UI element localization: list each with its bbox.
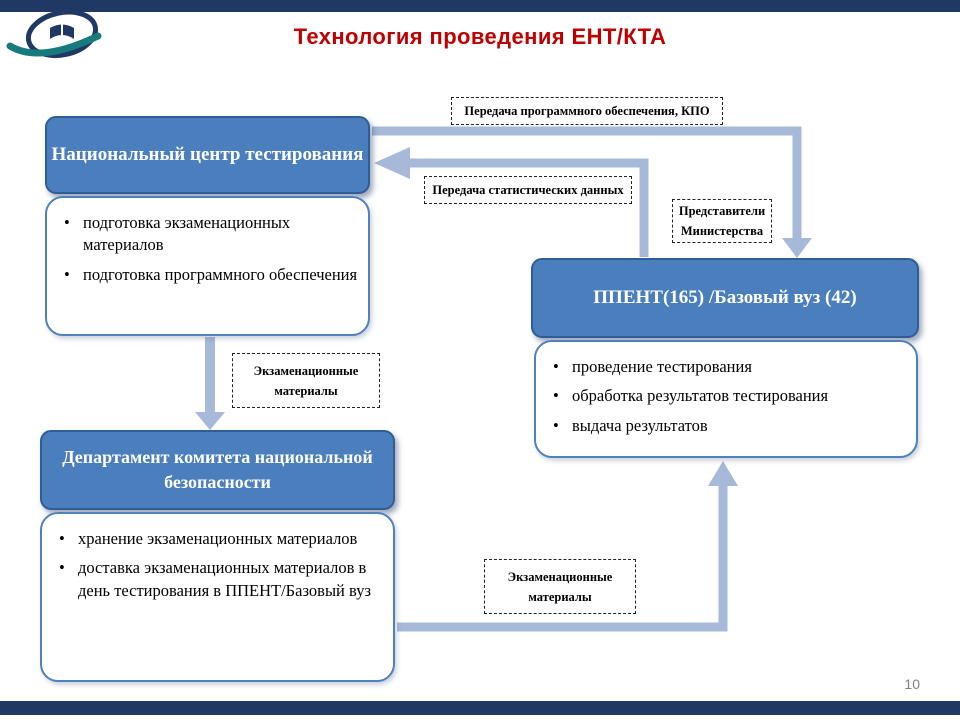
node-dknb-bullets: хранение экзаменационных материалов дост… (40, 512, 395, 682)
top-bar (0, 0, 960, 12)
bullet-item: подготовка экзаменационных материалов (64, 212, 360, 257)
label-stats-transfer: Передача статистических данных (424, 176, 632, 204)
label-software-transfer: Передача программного обеспечения, КПО (451, 97, 723, 125)
bottom-bar (0, 701, 960, 715)
bullet-item: хранение экзаменационных материалов (59, 528, 385, 551)
node-nct-title: Национальный центр тестирования (45, 116, 370, 194)
node-ppent-bullets: проведение тестирования обработка резуль… (534, 340, 918, 458)
bullet-item: выдача результатов (553, 415, 908, 438)
label-exam-materials-top: Экзаменационные материалы (232, 353, 380, 408)
slide-title: Технология проведения ЕНТ/КТА (293, 24, 667, 49)
bullet-item: подготовка программного обеспечения (64, 264, 360, 287)
node-nct-bullets: подготовка экзаменационных материалов по… (45, 196, 370, 336)
label-exam-materials-bottom: Экзаменационные материалы (484, 559, 636, 614)
logo (6, 2, 110, 66)
node-dknb-title: Департамент комитета национальной безопа… (40, 430, 395, 510)
bullet-item: проведение тестирования (553, 356, 908, 379)
label-ministry-reps: Представители Министерства (672, 199, 772, 243)
node-ppent-title: ППЕНТ(165) /Базовый вуз (42) (531, 258, 919, 338)
bullet-item: обработка результатов тестирования (553, 385, 908, 408)
page-number: 10 (904, 676, 920, 692)
bullet-item: доставка экзаменационных материалов в де… (59, 557, 385, 602)
